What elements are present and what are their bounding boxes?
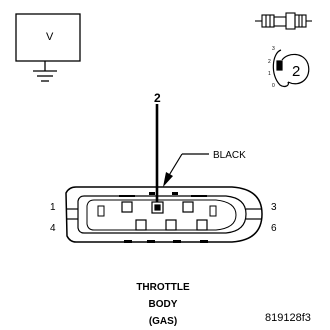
black-wire-leader: [167, 153, 209, 178]
connector-plug-icon: [255, 12, 312, 30]
terminal-6: [196, 219, 208, 231]
terminal-slots: [119, 192, 208, 243]
terminal-1: [121, 201, 133, 213]
pin-label-6: 6: [271, 223, 277, 234]
pin-label-1: 1: [50, 202, 56, 213]
terminal-5: [165, 219, 177, 231]
component-name-line3: (GAS): [148, 316, 178, 327]
lock-label-0: 0: [272, 83, 275, 89]
lock-label-1: 1: [268, 71, 271, 77]
pin-label-4: 4: [50, 223, 56, 234]
meter-symbol: V: [46, 31, 54, 43]
ground-symbol-icon: [33, 70, 57, 82]
terminal-4: [135, 219, 147, 231]
wire-color-label: BLACK: [213, 150, 246, 161]
terminal-view-icon: [272, 49, 310, 88]
connector-housing: [65, 186, 263, 243]
terminal-3: [182, 201, 194, 213]
pin-label-3: 3: [271, 202, 277, 213]
component-name-line1: THROTTLE: [136, 282, 190, 293]
connector-terminals: [121, 201, 208, 231]
arrow-icon: [163, 172, 173, 187]
probe-pin-label: 2: [154, 91, 161, 105]
voltmeter-box: [15, 13, 81, 71]
lock-label-2: 2: [268, 59, 271, 65]
lock-label-3: 3: [272, 46, 275, 52]
figure-code: 819128f3: [265, 312, 311, 324]
connector-view-pin-label: 2: [292, 63, 301, 80]
terminal-2-contact: [154, 204, 161, 211]
component-name-line2: BODY: [148, 299, 178, 310]
